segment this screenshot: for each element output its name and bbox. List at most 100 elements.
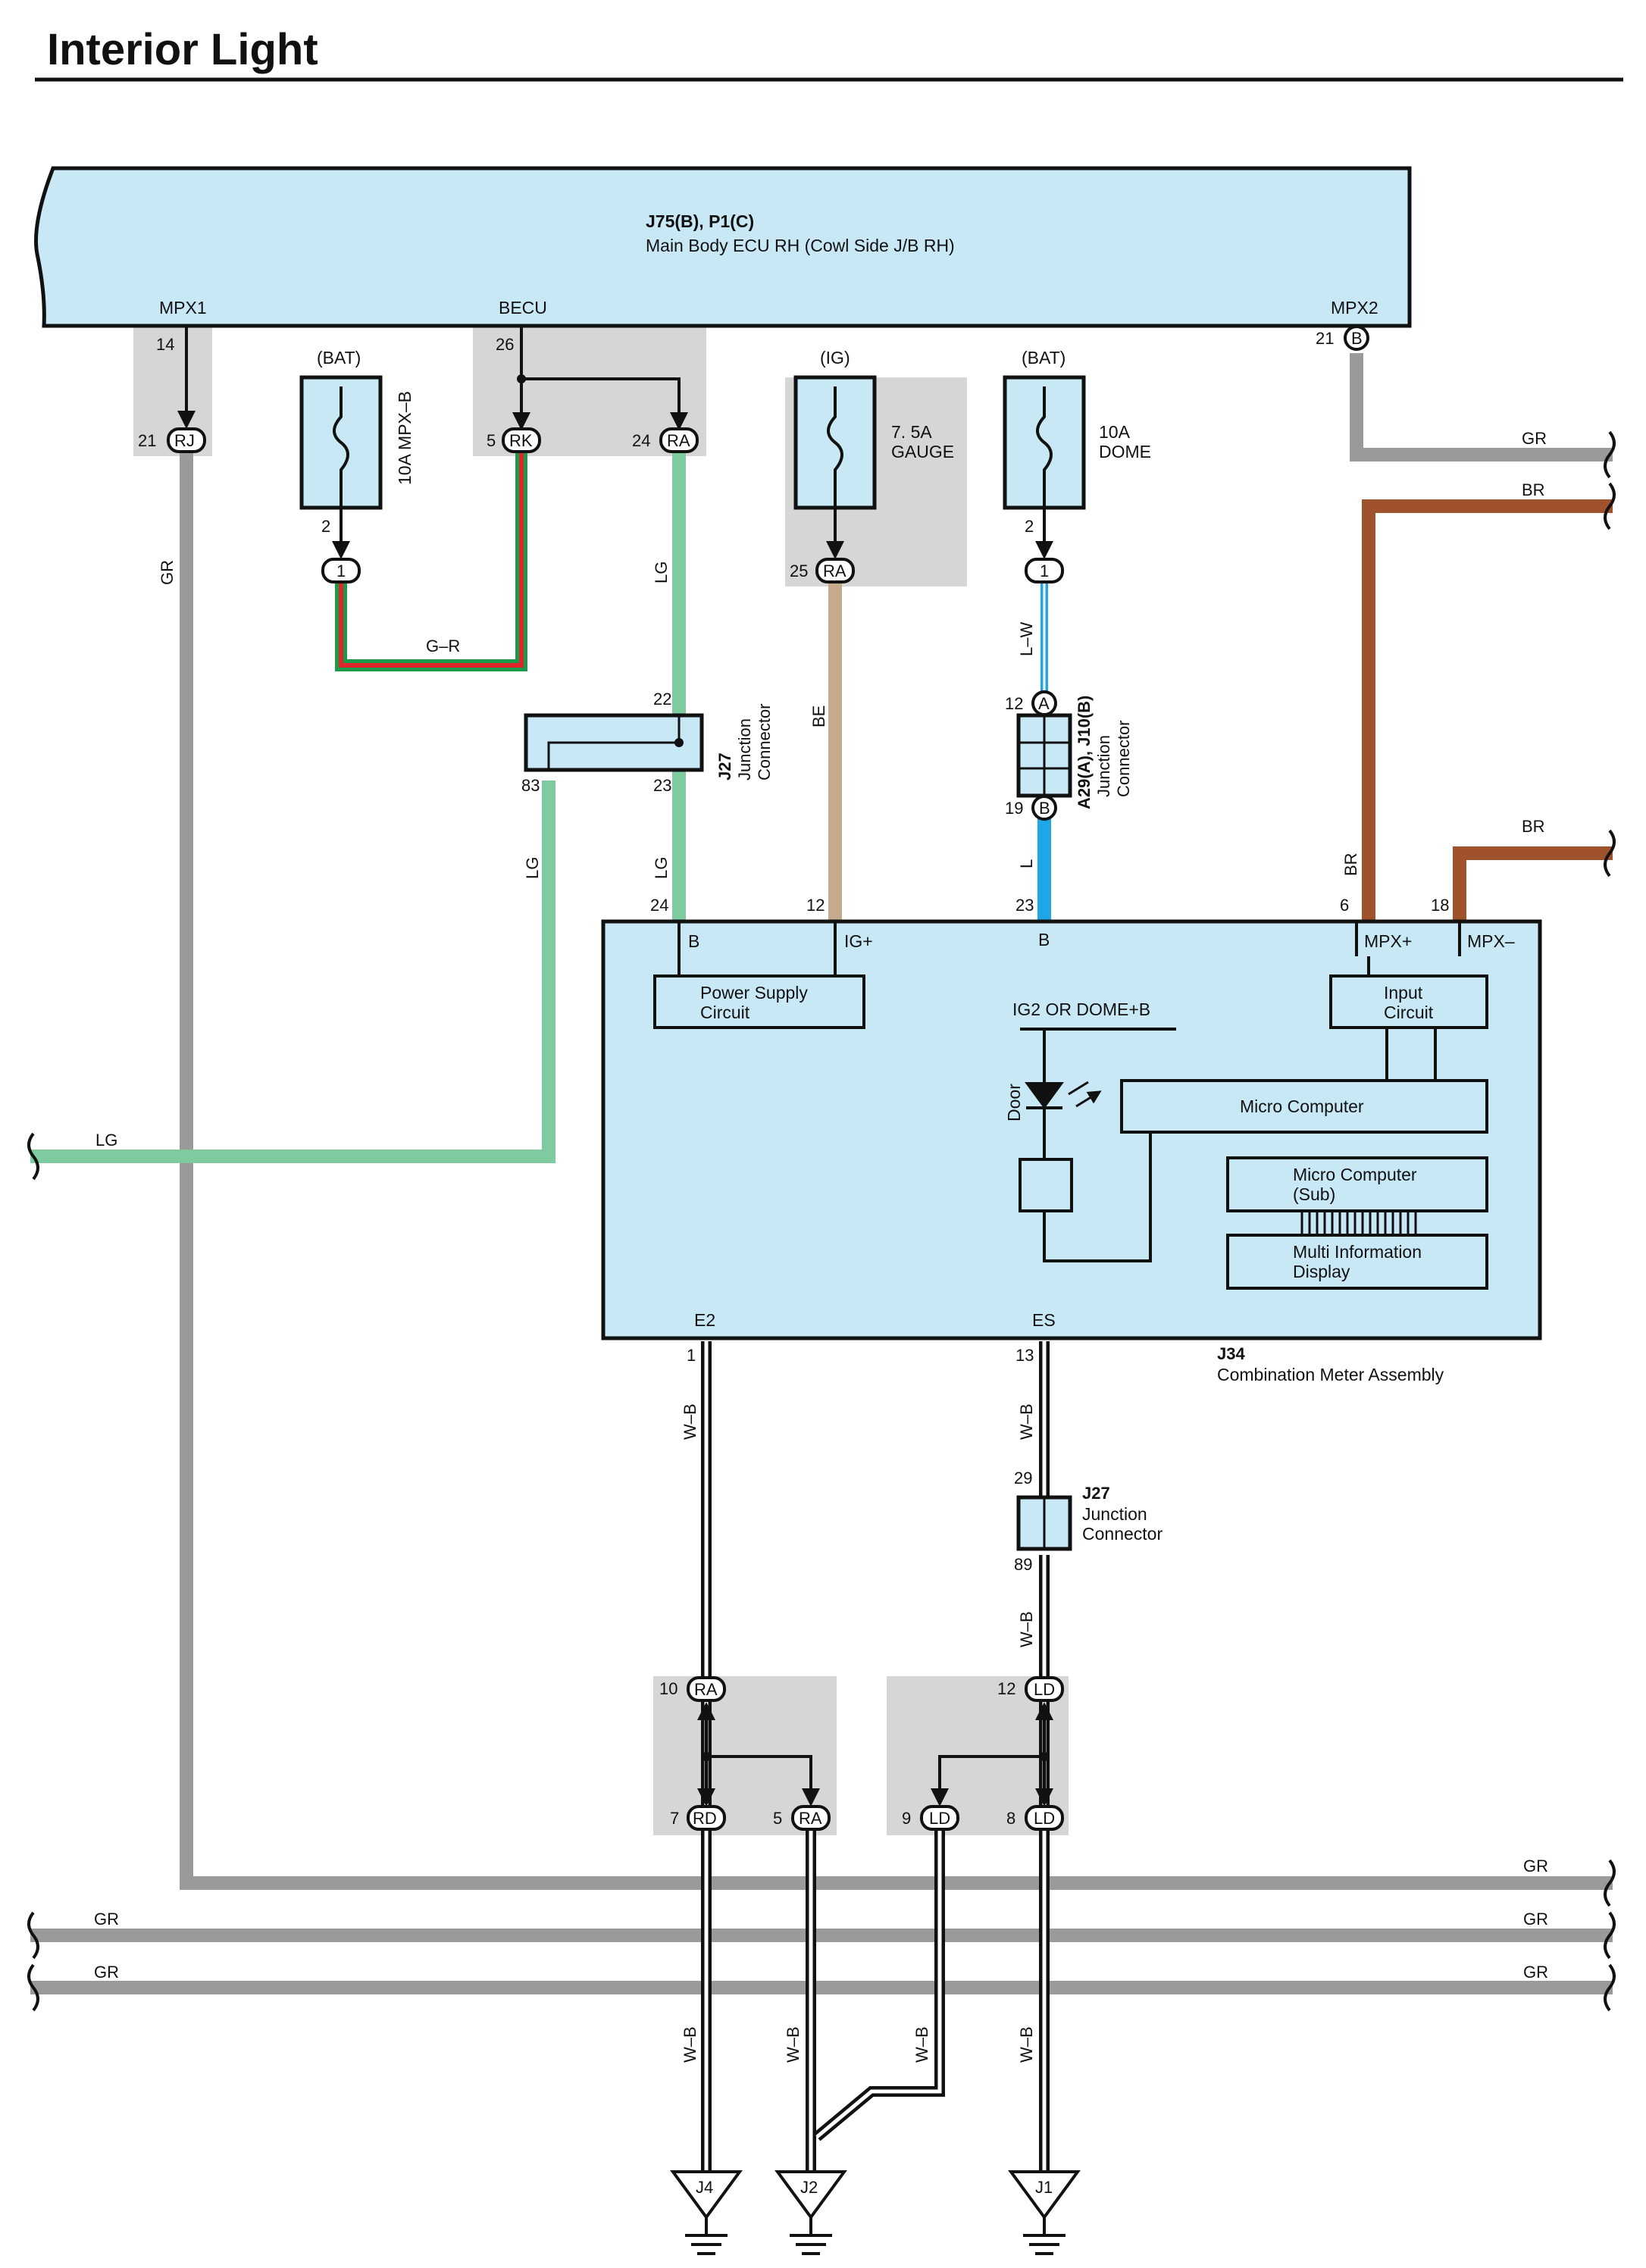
- svg-text:24: 24: [650, 896, 668, 915]
- svg-text:Micro Computer: Micro Computer: [1240, 1096, 1364, 1116]
- svg-text:24: 24: [632, 431, 650, 450]
- svg-text:W–B: W–B: [1017, 2026, 1036, 2063]
- page-title: Interior Light: [47, 25, 318, 74]
- wire-lg-left: [30, 781, 555, 1163]
- meter-term-b1: B: [688, 931, 699, 951]
- wire-label-gr-r1: GR: [1522, 429, 1547, 448]
- svg-text:23: 23: [1015, 896, 1034, 915]
- svg-text:25: 25: [790, 562, 808, 580]
- conn-a29-b: [1031, 795, 1057, 821]
- svg-text:W–B: W–B: [784, 2026, 803, 2063]
- meter-term-es: ES: [1032, 1310, 1056, 1330]
- svg-text:RK: RK: [509, 431, 533, 450]
- svg-text:W–B: W–B: [1017, 1403, 1036, 1440]
- ecu-box: [34, 166, 1412, 328]
- fuse-dome-symbol: [1036, 386, 1053, 508]
- svg-text:RD: RD: [693, 1809, 717, 1828]
- wire-label-lg-v3: LG: [652, 857, 671, 879]
- fuse-gauge-source: (IG): [820, 348, 850, 368]
- svg-text:12: 12: [806, 896, 825, 915]
- svg-text:Input: Input: [1384, 983, 1423, 1003]
- svg-text:J2: J2: [800, 2178, 818, 2197]
- conn-rk: [502, 427, 541, 453]
- svg-text:B: B: [1351, 329, 1363, 348]
- svg-text:Connector: Connector: [755, 703, 774, 781]
- j27-bottom-id: J27: [1082, 1484, 1110, 1503]
- svg-text:(Sub): (Sub): [1293, 1184, 1335, 1204]
- svg-text:12: 12: [997, 1679, 1015, 1698]
- wire-label-gr-mix: G–R: [426, 637, 460, 655]
- svg-text:21: 21: [1316, 329, 1334, 348]
- svg-text:5: 5: [487, 431, 496, 450]
- wire-label-lg-v1: LG: [652, 562, 671, 583]
- svg-text:DOME: DOME: [1099, 442, 1151, 461]
- ecu-pin-mpx1: MPX1: [159, 298, 207, 318]
- svg-text:Circuit: Circuit: [700, 1003, 750, 1022]
- svg-text:8: 8: [1006, 1809, 1015, 1828]
- conn-ra-top: [659, 427, 699, 453]
- svg-text:W–B: W–B: [912, 2026, 931, 2063]
- svg-text:Junction: Junction: [735, 718, 754, 781]
- wire-label-gr-v: GR: [158, 560, 177, 585]
- ecu-pin-becu: BECU: [499, 298, 547, 318]
- svg-text:B: B: [1039, 799, 1050, 818]
- conn-ra-splice-top: [687, 1676, 726, 1702]
- svg-text:LD: LD: [929, 1809, 950, 1828]
- svg-text:10A: 10A: [1099, 422, 1131, 442]
- svg-text:Junction: Junction: [1082, 1504, 1147, 1524]
- door-label: Door: [1004, 1084, 1024, 1121]
- wire-label-lg-h: LG: [95, 1131, 117, 1150]
- svg-text:Junction: Junction: [1094, 735, 1113, 797]
- svg-text:6: 6: [1340, 896, 1349, 915]
- svg-text:GAUGE: GAUGE: [891, 442, 954, 461]
- svg-text:7: 7: [670, 1809, 679, 1828]
- svg-text:LD: LD: [1034, 1809, 1055, 1828]
- door-switch-box: [1019, 1158, 1073, 1212]
- ground-j1: J1: [1008, 2170, 1081, 2255]
- fuse-gauge-symbol: [827, 386, 843, 508]
- pin-21a: 21: [138, 431, 156, 450]
- conn-rj-label: RJ: [174, 431, 195, 450]
- a29-id: A29(A), J10(B): [1075, 696, 1094, 809]
- svg-text:LD: LD: [1034, 1680, 1055, 1699]
- svg-text:5: 5: [773, 1809, 782, 1828]
- wire-label-l: L: [1017, 859, 1036, 868]
- conn-ld-top: [1025, 1676, 1064, 1702]
- svg-text:89: 89: [1014, 1555, 1032, 1574]
- j27-top-id: J27: [715, 752, 734, 781]
- svg-text:RA: RA: [694, 1680, 718, 1699]
- wire-label-lw: L–W: [1017, 622, 1036, 656]
- wire-label-br-v: BR: [1341, 852, 1360, 876]
- micro-computer-sub: [1226, 1156, 1488, 1212]
- svg-text:Multi Information: Multi Information: [1293, 1242, 1422, 1262]
- svg-text:RA: RA: [667, 431, 690, 450]
- fuse-mpxb-symbol: [333, 386, 349, 508]
- svg-text:18: 18: [1431, 896, 1449, 915]
- svg-text:Connector: Connector: [1114, 720, 1133, 797]
- conn-rj: [167, 427, 206, 453]
- wire-br-mpxp: [1362, 499, 1613, 921]
- svg-text:1: 1: [336, 562, 346, 580]
- svg-text:W–B: W–B: [681, 1403, 699, 1440]
- wire-break-marks: [27, 430, 1616, 2012]
- svg-text:GR: GR: [1523, 1963, 1548, 1982]
- ecu-pin-mpx2: MPX2: [1331, 298, 1378, 318]
- svg-text:GR: GR: [94, 1910, 119, 1929]
- conn-rd: [687, 1805, 726, 1831]
- wire-br-mpxm: [1453, 846, 1613, 921]
- ig2-dome-label: IG2 OR DOME+B: [1012, 999, 1150, 1019]
- svg-text:Circuit: Circuit: [1384, 1003, 1434, 1022]
- fuse-mpxb-pin: 2: [321, 517, 330, 536]
- meter-term-ig: IG+: [844, 931, 873, 951]
- fuse-dome-source: (BAT): [1022, 348, 1066, 368]
- svg-text:Display: Display: [1293, 1262, 1350, 1281]
- fuse-mpxb-rating: 10A MPX–B: [395, 391, 415, 485]
- svg-text:12: 12: [1005, 694, 1023, 713]
- svg-text:GR: GR: [1523, 1910, 1548, 1929]
- svg-text:23: 23: [653, 776, 671, 795]
- conn-ra-gauge: [815, 558, 855, 583]
- svg-text:13: 13: [1015, 1346, 1034, 1365]
- wire-label-br-r2: BR: [1522, 817, 1545, 836]
- svg-text:Connector: Connector: [1082, 1524, 1163, 1544]
